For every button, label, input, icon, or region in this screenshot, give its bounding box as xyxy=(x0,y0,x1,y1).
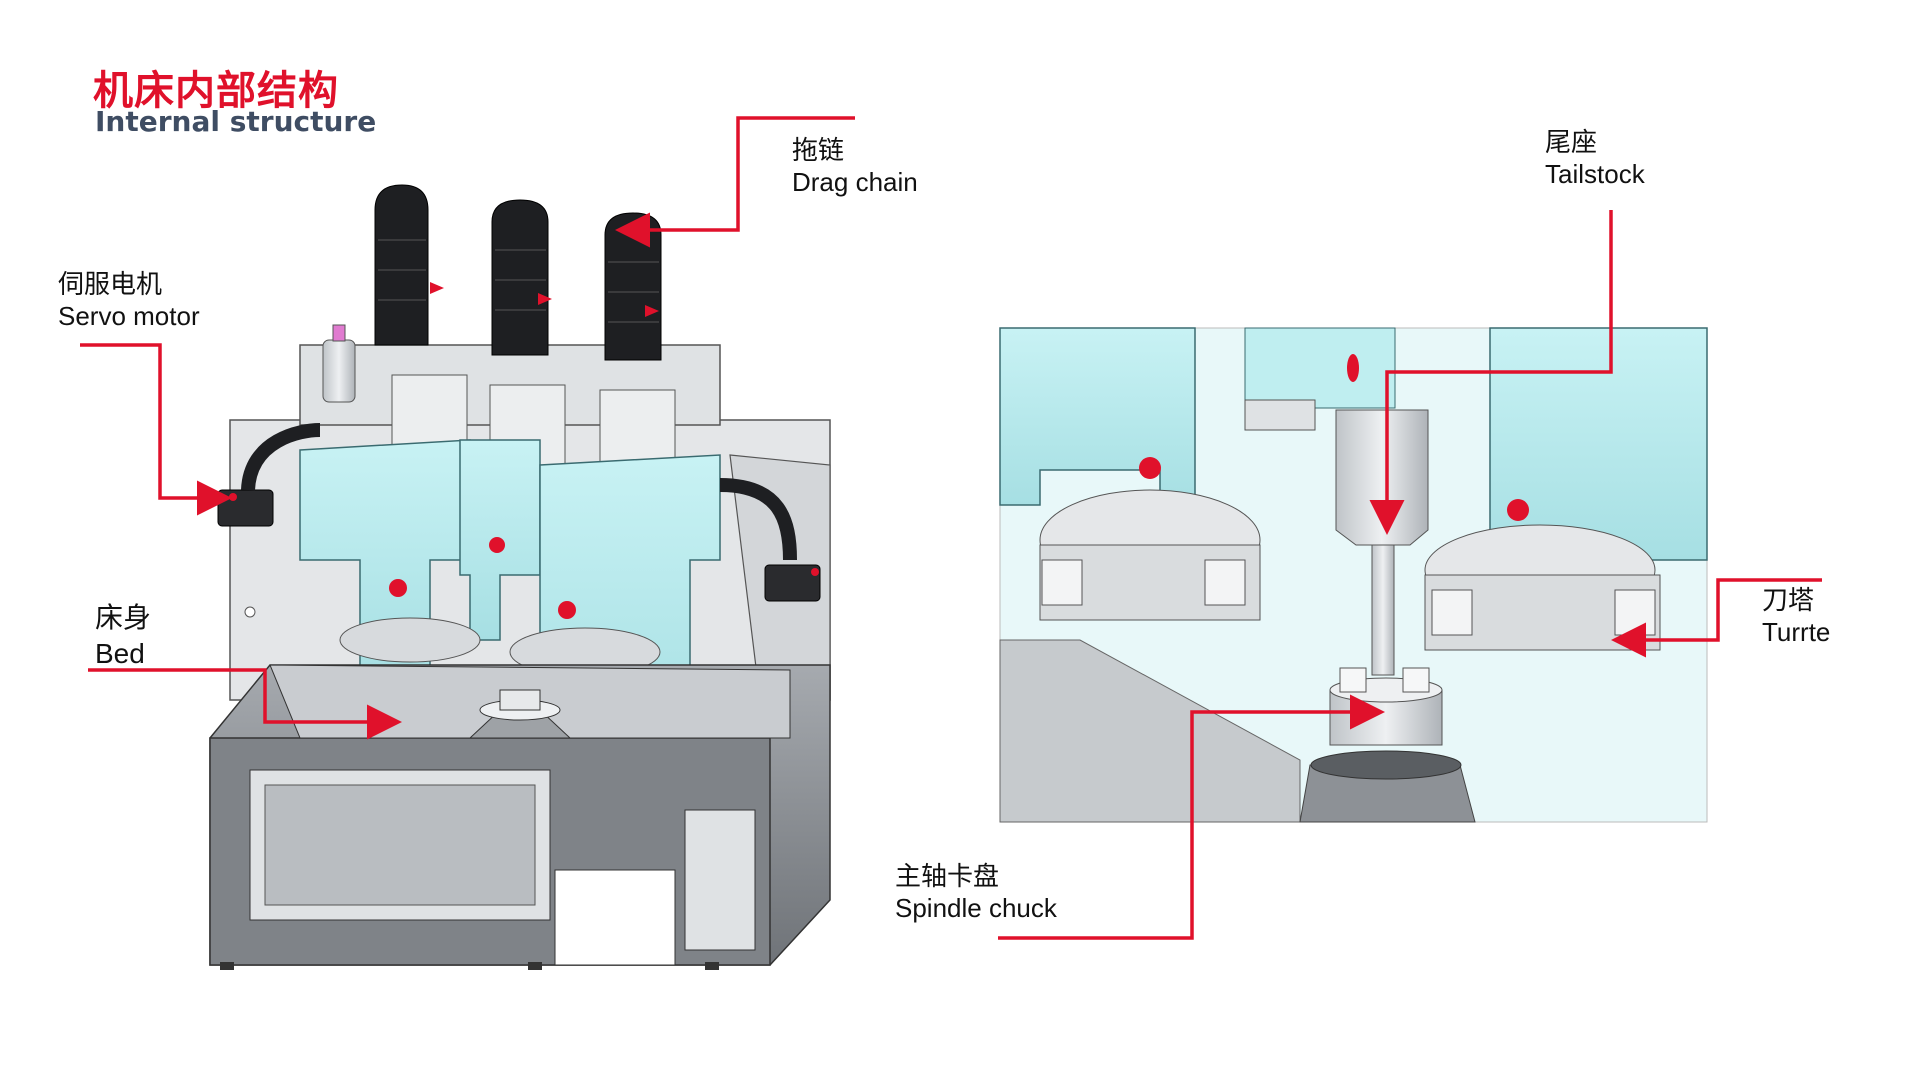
turret-label: 刀塔 Turrte xyxy=(1762,584,1830,648)
title-english: Internal structure xyxy=(95,105,377,138)
drag-chain-label-cn: 拖链 xyxy=(792,135,845,165)
bed-label-en: Bed xyxy=(95,638,145,669)
drag-chain-label: 拖链 Drag chain xyxy=(792,134,918,198)
bed-label: 床身 Bed xyxy=(95,600,151,672)
spindle-chuck-label-cn: 主轴卡盘 xyxy=(895,861,1000,891)
close-up-illustration xyxy=(999,327,1708,823)
title-chinese: 机床内部结构 xyxy=(93,68,339,114)
bed-label-cn: 床身 xyxy=(95,602,152,633)
turret-callout xyxy=(1611,578,1822,658)
servo-motor-label-cn: 伺服电机 xyxy=(58,269,163,299)
turret-label-cn: 刀塔 xyxy=(1762,585,1815,615)
callout-lines xyxy=(80,116,1822,940)
bed-callout xyxy=(88,668,402,740)
turret-label-en: Turrte xyxy=(1762,617,1831,647)
drag-chain-callout xyxy=(615,116,855,248)
servo-motor-label: 伺服电机 Servo motor xyxy=(58,268,200,332)
drag-chain-group xyxy=(374,184,662,361)
tailstock-label: 尾座 Tailstock xyxy=(1545,126,1645,190)
drag-chain-label-en: Drag chain xyxy=(792,167,918,197)
spindle-chuck-label-en: Spindle chuck xyxy=(895,893,1057,923)
servo-motor-callout xyxy=(80,343,232,516)
machine-overview-illustration xyxy=(209,184,831,970)
servo-motor-label-en: Servo motor xyxy=(58,301,200,331)
spindle-chuck-label: 主轴卡盘 Spindle chuck xyxy=(895,860,1057,924)
tailstock-callout xyxy=(1369,210,1613,535)
tailstock-label-en: Tailstock xyxy=(1545,159,1645,189)
tailstock-label-cn: 尾座 xyxy=(1545,127,1598,157)
spindle-chuck-callout xyxy=(998,694,1385,940)
